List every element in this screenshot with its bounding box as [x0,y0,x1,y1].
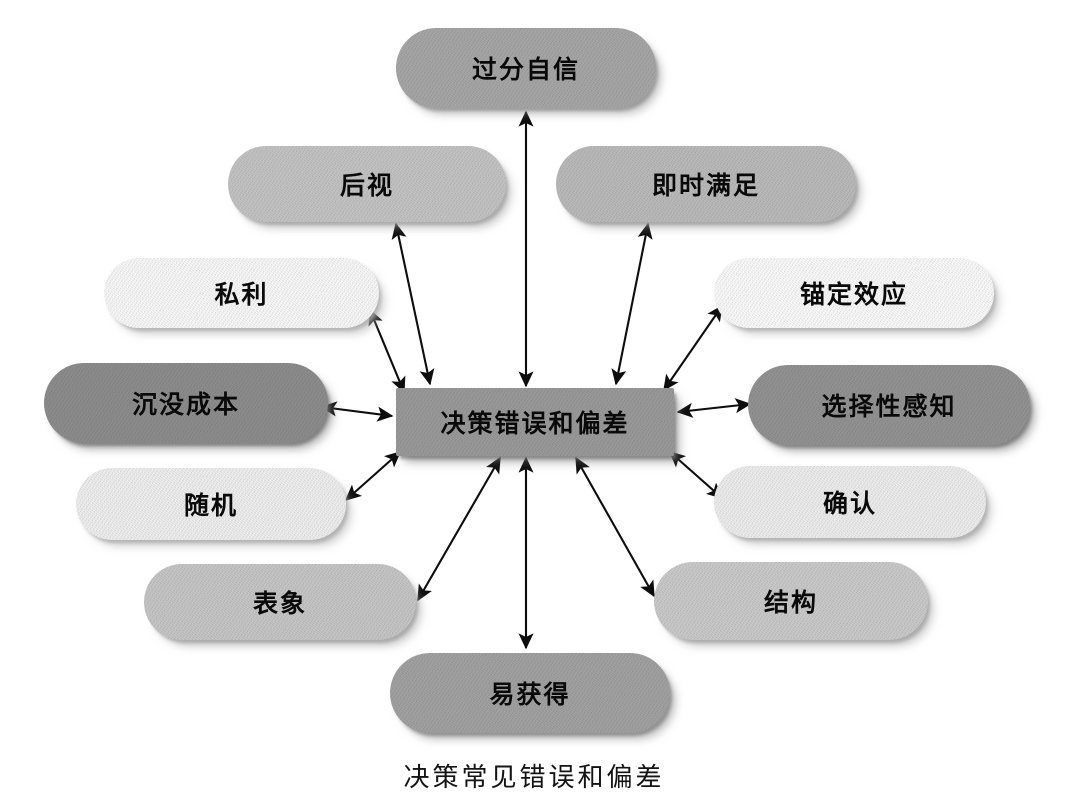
node-center[interactable]: 决策错误和偏差 [396,388,674,456]
node-label: 易获得 [489,680,571,709]
node-label: 选择性感知 [821,392,957,421]
node-anchoring-effect[interactable]: 锚定效应 [714,258,994,328]
connector-center-representativeness [417,456,501,602]
node-randomness[interactable]: 随机 [76,468,346,540]
node-label: 锚定效应 [799,280,908,309]
node-label: 后视 [339,171,394,200]
connector-center-hindsight [391,222,435,386]
node-self-interest[interactable]: 私利 [104,258,379,328]
node-label: 决策错误和偏差 [440,409,630,438]
connector-center-framing [575,456,655,598]
node-representativeness[interactable]: 表象 [144,564,416,640]
connector-center-selective-perception [676,398,752,418]
node-label: 随机 [183,491,238,520]
diagram-caption: 决策常见错误和偏差 [403,763,665,793]
node-label: 结构 [763,588,818,617]
node-label: 确认 [822,489,877,518]
node-label: 私利 [214,280,269,309]
node-availability[interactable]: 易获得 [390,653,670,733]
node-label: 表象 [252,589,307,618]
connector-center-self-interest [368,308,406,394]
node-immediate-gratification[interactable]: 即时满足 [556,146,856,222]
node-hindsight[interactable]: 后视 [228,146,506,222]
node-sunk-cost[interactable]: 沉没成本 [44,363,328,443]
node-framing[interactable]: 结构 [654,562,928,640]
node-selective-perception[interactable]: 选择性感知 [748,365,1030,445]
node-overconfidence[interactable]: 过分自信 [396,28,656,108]
connector-center-sunk-cost [320,401,394,422]
node-label: 过分自信 [471,55,580,84]
connector-center-anchoring-effect [663,304,723,392]
node-label: 沉没成本 [131,390,240,419]
connector-center-immediate-gratification [611,222,653,386]
connector-center-confirmation [668,451,724,499]
node-label: 即时满足 [651,171,760,200]
node-confirmation[interactable]: 确认 [714,466,986,538]
connector-center-randomness [344,451,402,501]
